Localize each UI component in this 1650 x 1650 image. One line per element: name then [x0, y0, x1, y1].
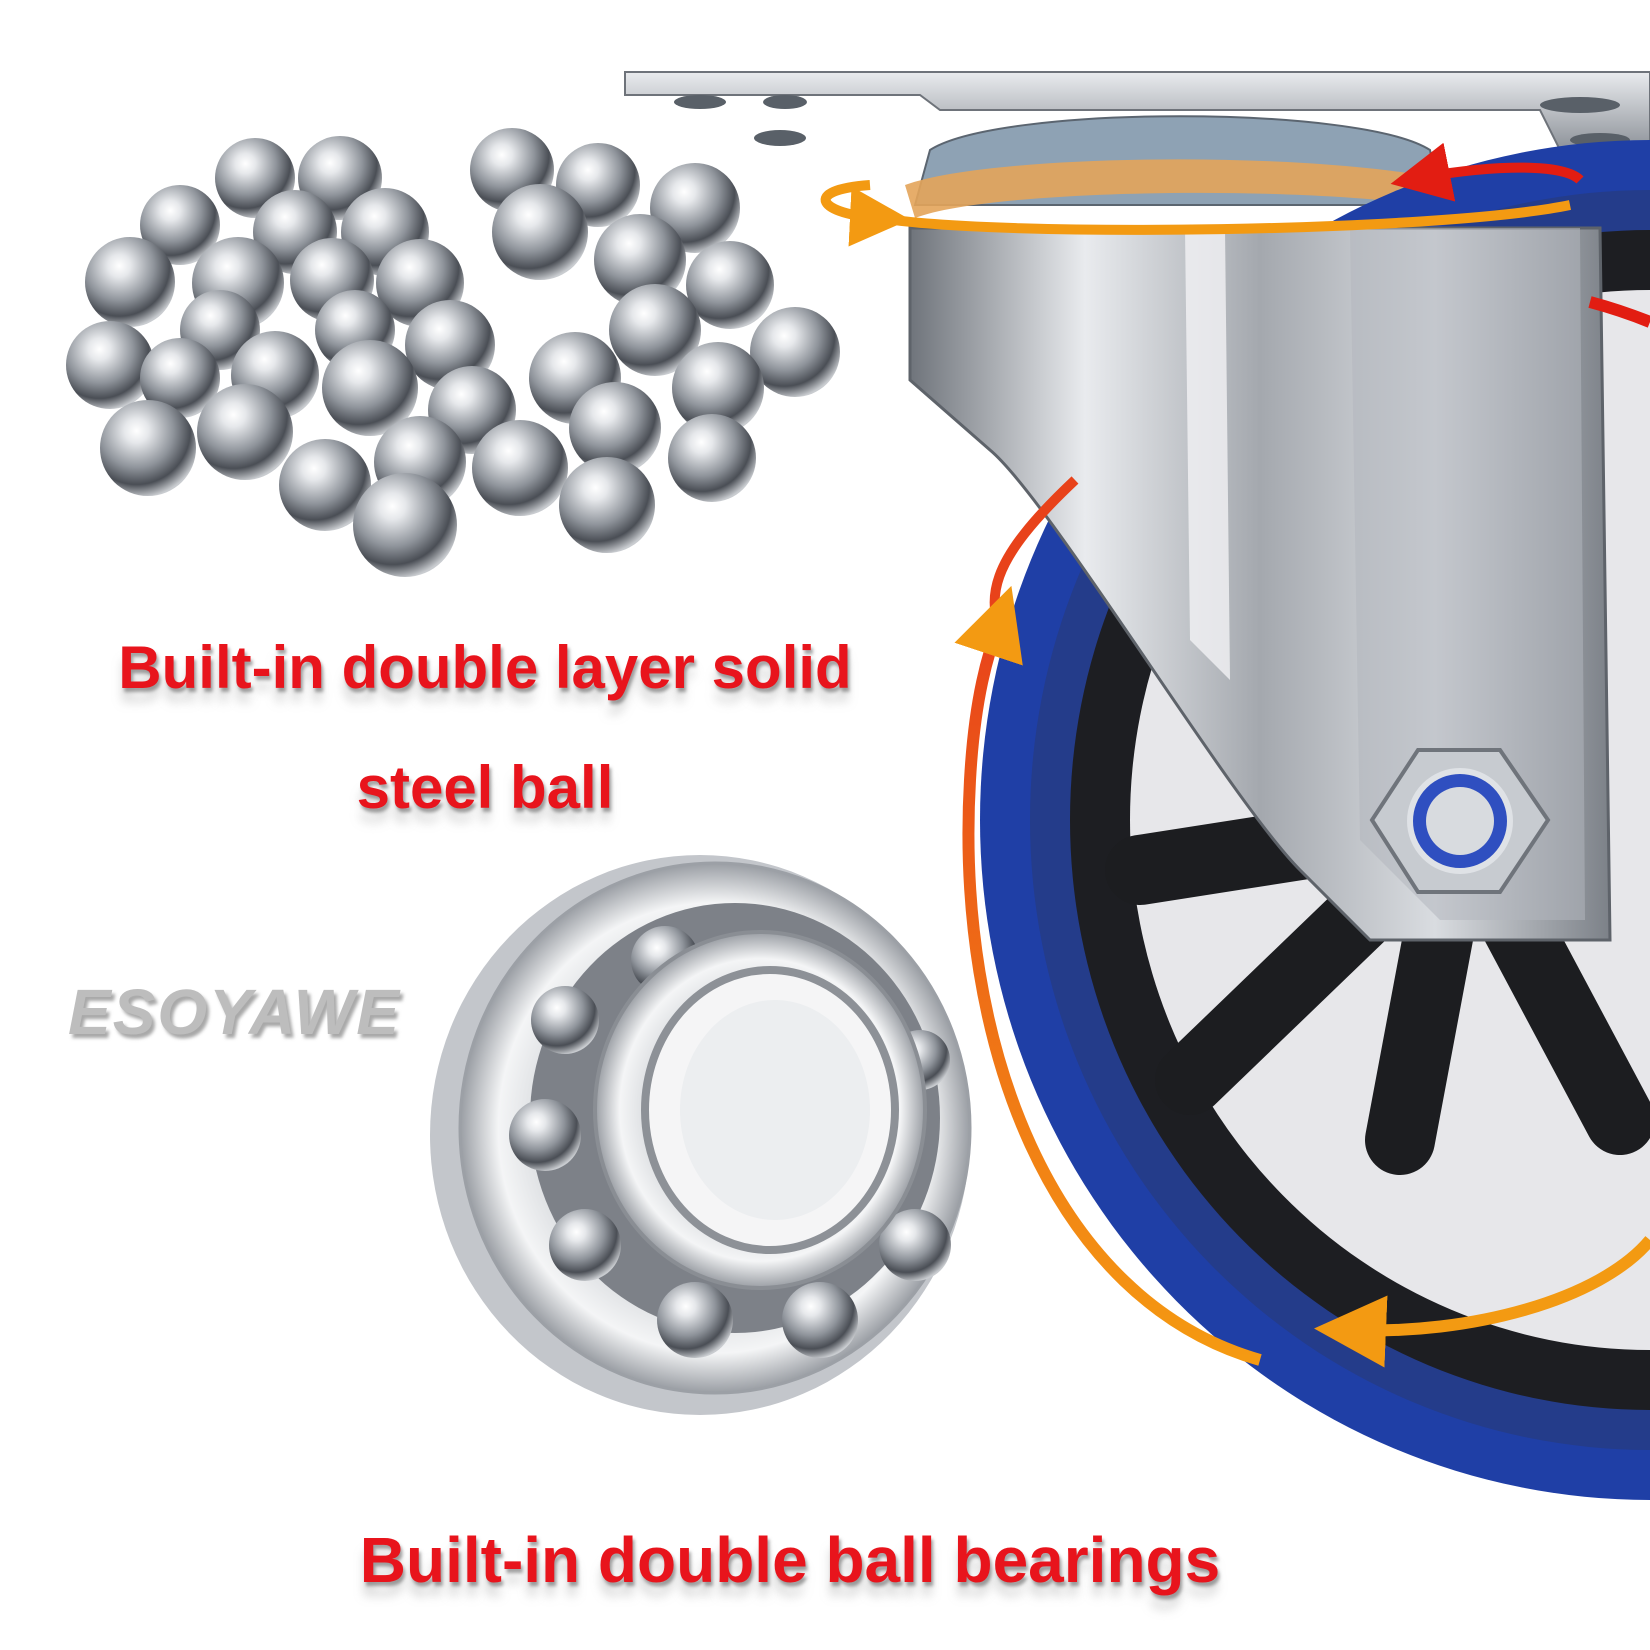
- brand-watermark: ESOYAWE: [68, 976, 401, 1048]
- rotation-arrow-icon: [820, 142, 1650, 1368]
- steel-ball-caption-line1: Built-in double layer solid: [118, 634, 852, 701]
- bearing-caption: Built-in double ball bearings: [359, 1524, 1221, 1596]
- steel-ball-icon: [66, 128, 840, 577]
- ball-bearing-icon: [430, 855, 972, 1415]
- steel-balls-group: [66, 128, 840, 577]
- caster-wheel-icon: [624, 71, 1650, 1500]
- steel-ball-caption-line2: steel ball: [356, 754, 614, 821]
